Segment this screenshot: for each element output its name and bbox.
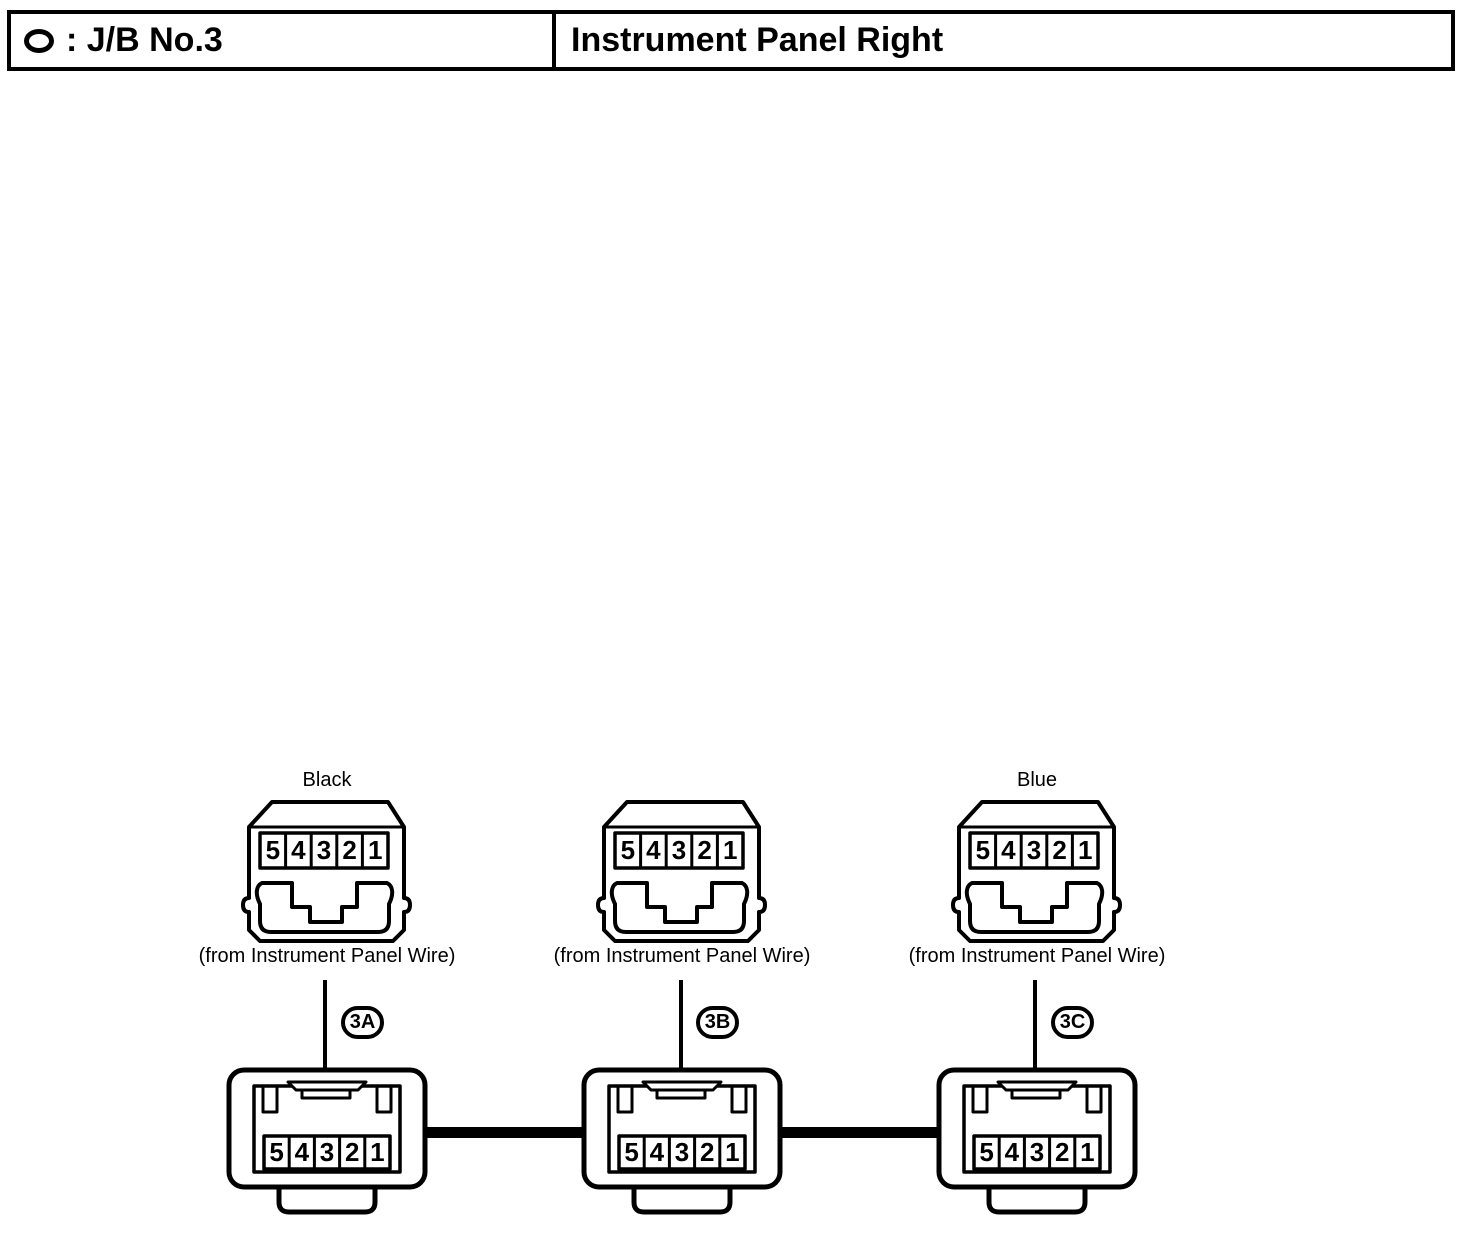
pin-number: 4 [650,1137,665,1167]
location-label: Instrument Panel Right [571,21,944,59]
pin-number: 1 [723,835,737,865]
header-cell-location: Instrument Panel Right [552,14,1451,67]
pin-number: 4 [291,835,306,865]
pin-number: 4 [646,835,661,865]
connector-cavity-outline [964,881,1105,934]
jb-cavity-connector-3a: 5 4 3 2 1 [226,1067,428,1215]
connector-lead-line-b [679,980,683,1068]
source-wire-label-c: (from Instrument Panel Wire) [908,945,1166,967]
pin-number: 5 [976,835,990,865]
pin-number: 2 [700,1137,714,1167]
top-connector-b: 5 4 3 2 1 [596,800,767,943]
pin-number: 5 [621,835,635,865]
pin-number: 3 [672,835,686,865]
jb-cavity-connector-3b: 5 4 3 2 1 [581,1067,783,1215]
pin-number: 1 [725,1137,739,1167]
junction-block-oval-icon [24,28,54,53]
top-connector-a: 5 4 3 2 1 [241,800,412,943]
jb-cavity-connector-3c: 5 4 3 2 1 [936,1067,1138,1215]
pin-row [968,831,1100,870]
pin-number: 4 [1001,835,1016,865]
pin-number: 2 [1055,1137,1069,1167]
pin-number: 3 [1027,835,1041,865]
header-cell-junction-block: : J/B No.3 [11,14,552,67]
source-wire-label-b: (from Instrument Panel Wire) [553,945,811,967]
lock-tab [1010,1088,1062,1100]
cavity-tag-3b: 3B [696,1006,739,1039]
pin-number: 1 [370,1137,384,1167]
cavity-tag-3c: 3C [1051,1006,1094,1039]
connector-cavity-outline [609,881,750,934]
pin-number: 5 [266,835,280,865]
pin-number: 3 [320,1137,334,1167]
lock-trapezoid [286,1080,368,1092]
pin-number: 2 [345,1137,359,1167]
lock-tab [300,1088,352,1100]
key-notch-right [730,1086,748,1114]
pin-row [258,831,390,870]
pin-number: 4 [295,1137,310,1167]
key-notch-left [971,1086,989,1114]
connector-cavity-outline [254,881,395,934]
pin-number: 1 [1080,1137,1094,1167]
pin-row [617,1134,747,1171]
connector-bottom-tab [986,1185,1088,1215]
pin-number: 1 [1078,835,1092,865]
pin-number: 1 [368,835,382,865]
pin-number: 5 [269,1137,283,1167]
pin-number: 3 [317,835,331,865]
key-notch-right [375,1086,393,1114]
pin-row [613,831,745,870]
key-notch-left [261,1086,279,1114]
pin-number: 3 [1030,1137,1044,1167]
pin-row [972,1134,1102,1171]
key-notch-left [616,1086,634,1114]
pin-number: 4 [1005,1137,1020,1167]
top-connector-c: 5 4 3 2 1 [951,800,1122,943]
pin-row [262,1134,392,1171]
wire-bus-right [780,1127,939,1138]
connector-bottom-tab [276,1185,378,1215]
source-wire-label-a: (from Instrument Panel Wire) [198,945,456,967]
pin-number: 5 [979,1137,993,1167]
pin-number: 5 [624,1137,638,1167]
jb-number-label: : J/B No.3 [66,21,223,59]
wire-bus-left [425,1127,584,1138]
key-notch-right [1085,1086,1103,1114]
cavity-tag-3a: 3A [341,1006,384,1039]
pin-number: 2 [1052,835,1066,865]
connector-lead-line-a [323,980,327,1068]
pin-number: 2 [697,835,711,865]
header-table: : J/B No.3 Instrument Panel Right [7,10,1455,71]
connector-lead-line-c [1033,980,1037,1068]
connector-bottom-tab [631,1185,733,1215]
pin-number: 3 [675,1137,689,1167]
lock-tab [655,1088,707,1100]
pin-number: 2 [342,835,356,865]
lock-trapezoid [641,1080,723,1092]
lock-trapezoid [996,1080,1078,1092]
connector-color-label-a: Black [302,769,352,791]
connector-color-label-c: Blue [1016,769,1058,791]
